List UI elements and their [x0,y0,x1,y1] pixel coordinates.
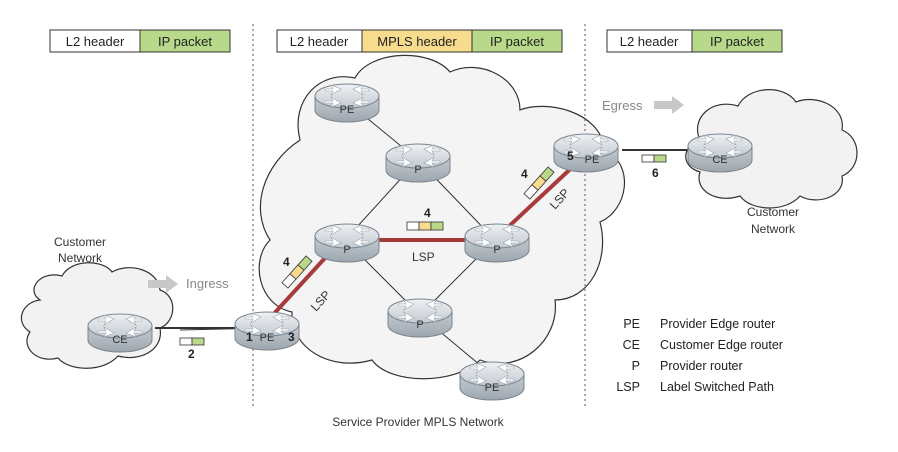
step-5: 5 [567,149,574,163]
svg-text:P: P [416,319,423,331]
step-1: 1 [246,330,253,344]
cloud-left [20,262,174,369]
step-4-middle: 4 [424,206,431,220]
router-pe-top: PE [314,83,380,123]
header-middle-ip: IP packet [490,34,544,49]
svg-text:Customer: Customer [54,235,106,249]
cloud-right [685,89,858,209]
packet-step-2 [179,337,205,346]
header-left-l2: L2 header [66,34,125,49]
svg-text:Customer: Customer [747,205,799,219]
svg-text:PE: PE [340,104,355,116]
router-ce-left: CE [87,313,153,353]
svg-text:PE: PE [485,382,500,394]
legend-key: PE [623,317,640,331]
svg-text:CE: CE [112,334,127,346]
router-pe-bottom: PE [459,361,525,401]
router-p-top: P [385,143,451,183]
router-p-left: P [314,223,380,263]
step-6: 6 [652,166,659,180]
router-pe-ingress: PE [234,311,300,351]
legend-value: Provider router [660,359,743,373]
header-middle-l2: L2 header [290,34,349,49]
svg-text:P: P [414,164,421,176]
cloud-provider [258,54,626,380]
header-right-l2: L2 header [620,34,679,49]
legend-key: P [632,359,640,373]
packet-step-4-middle [406,221,444,231]
ingress-arrow: Ingress [148,275,229,293]
step-4-right: 4 [521,167,528,181]
router-ce-right: CE [687,133,753,173]
header-right: L2 header IP packet [606,29,783,53]
step-2: 2 [188,347,195,361]
lsp-label-middle: LSP [412,250,435,264]
egress-label: Egress [602,98,643,113]
legend-value: Provider Edge router [660,317,775,331]
header-middle-mpls: MPLS header [377,34,457,49]
customer-network-left-label: Customer Network [54,235,106,265]
step-3: 3 [288,330,295,344]
packet-step-6 [641,154,667,163]
legend-key: LSP [616,380,640,394]
svg-text:P: P [343,244,350,256]
header-middle: L2 header MPLS header IP packet [276,29,563,53]
header-right-ip: IP packet [710,34,764,49]
step-4-left: 4 [283,255,290,269]
svg-text:CE: CE [712,154,727,166]
header-left: L2 header IP packet [49,29,231,53]
legend-key: CE [623,338,640,352]
svg-text:PE: PE [260,332,275,344]
diagram-caption: Service Provider MPLS Network [332,415,504,429]
ingress-label: Ingress [186,276,229,291]
legend-value: Customer Edge router [660,338,783,352]
svg-text:Network: Network [751,222,796,236]
legend: PE Provider Edge router CE Customer Edge… [616,317,783,394]
egress-arrow: Egress [602,96,684,114]
legend-value: Label Switched Path [660,380,774,394]
packet-step-4-left [281,255,313,289]
router-p-bottom: P [387,298,453,338]
svg-text:Network: Network [58,251,103,265]
svg-text:PE: PE [585,154,600,166]
header-left-ip: IP packet [158,34,212,49]
router-p-right: P [464,223,530,263]
customer-network-right-label: Customer Network [747,205,799,236]
router-pe-egress: PE [553,133,619,173]
svg-text:P: P [493,244,500,256]
packet-step-4-right [523,166,555,200]
